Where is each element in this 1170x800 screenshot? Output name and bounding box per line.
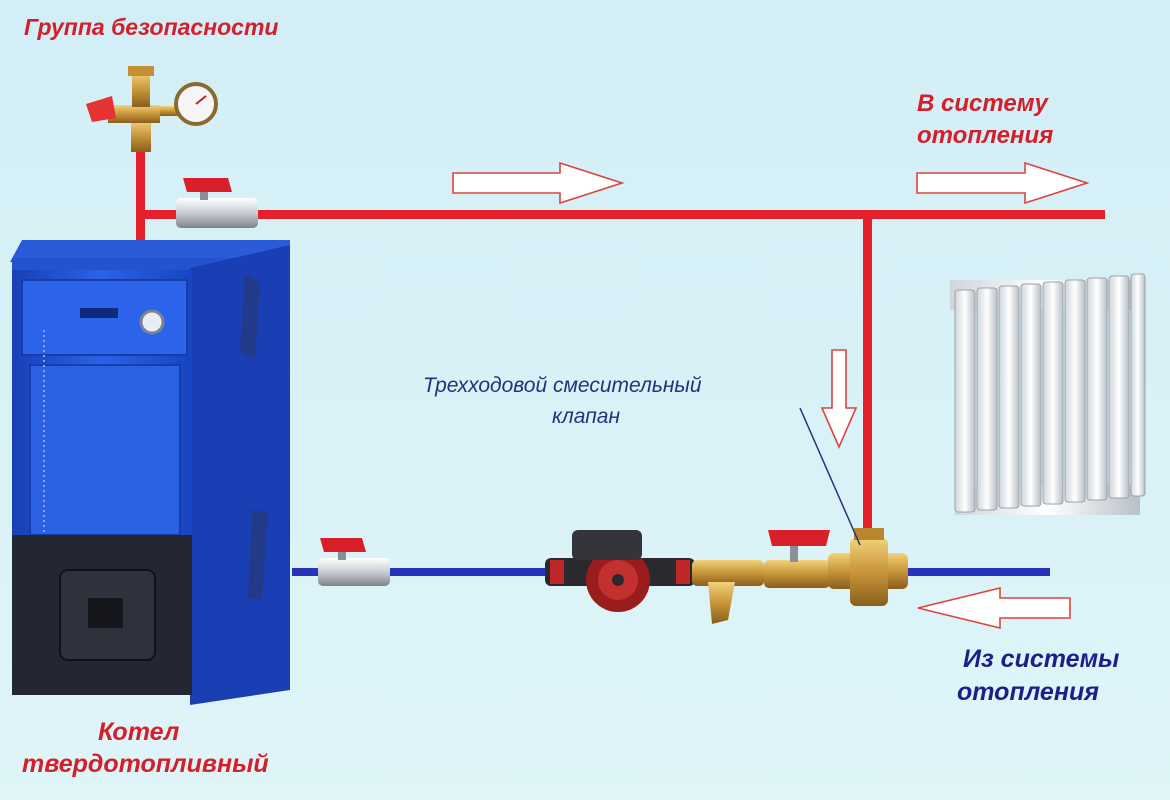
boiler-label-line1: Котел <box>98 718 180 746</box>
three-way-valve-icon <box>828 528 908 606</box>
boiler-middle-panel <box>29 364 181 536</box>
radiator-icon <box>950 273 1146 515</box>
safety-group-icon <box>86 66 218 152</box>
arrow-right-2 <box>916 161 1090 205</box>
ball-valve-icon <box>318 538 390 586</box>
supply-main-pipe <box>140 210 1105 219</box>
boiler-riser-pipe <box>136 145 145 240</box>
y-strainer-icon <box>692 560 764 624</box>
air-vent <box>132 72 150 107</box>
boiler-lever <box>248 510 268 600</box>
return-pipe-boiler <box>292 568 322 576</box>
three-way-valve-label-line2: клапан <box>552 405 620 428</box>
thermometer-icon <box>139 309 165 335</box>
return-pipe-system <box>905 568 1050 576</box>
arrow-right-1 <box>452 161 625 205</box>
ball-valve-icon <box>764 530 830 588</box>
to-system-label-line1: В систему <box>917 90 1048 117</box>
from-system-label-line1: Из системы <box>963 645 1120 673</box>
three-way-valve-leader-line <box>799 407 861 546</box>
from-system-label-line2: отопления <box>957 678 1099 706</box>
arrow-down <box>820 349 858 450</box>
return-pipe-mid <box>390 568 550 576</box>
bypass-drop-pipe <box>863 215 872 545</box>
ball-valve-icon <box>176 178 258 228</box>
boiler-nameplate <box>80 308 118 318</box>
flow-arrows <box>452 161 1090 630</box>
to-system-label-line2: отопления <box>917 122 1054 149</box>
safety-group-label: Группа безопасности <box>24 14 279 40</box>
boiler-ash-door <box>88 598 123 628</box>
circulation-pump-icon <box>545 530 695 612</box>
arrow-left <box>917 586 1071 630</box>
solid-fuel-boiler-icon <box>10 240 290 705</box>
three-way-valve-label-line1: Трехходовой смесительный <box>423 374 702 397</box>
boiler-handle <box>240 275 260 360</box>
boiler-label-line2: твердотопливный <box>22 750 269 778</box>
supply-pipes <box>136 145 1105 545</box>
return-pipes <box>292 568 1050 576</box>
relief-valve-cap <box>86 96 116 122</box>
